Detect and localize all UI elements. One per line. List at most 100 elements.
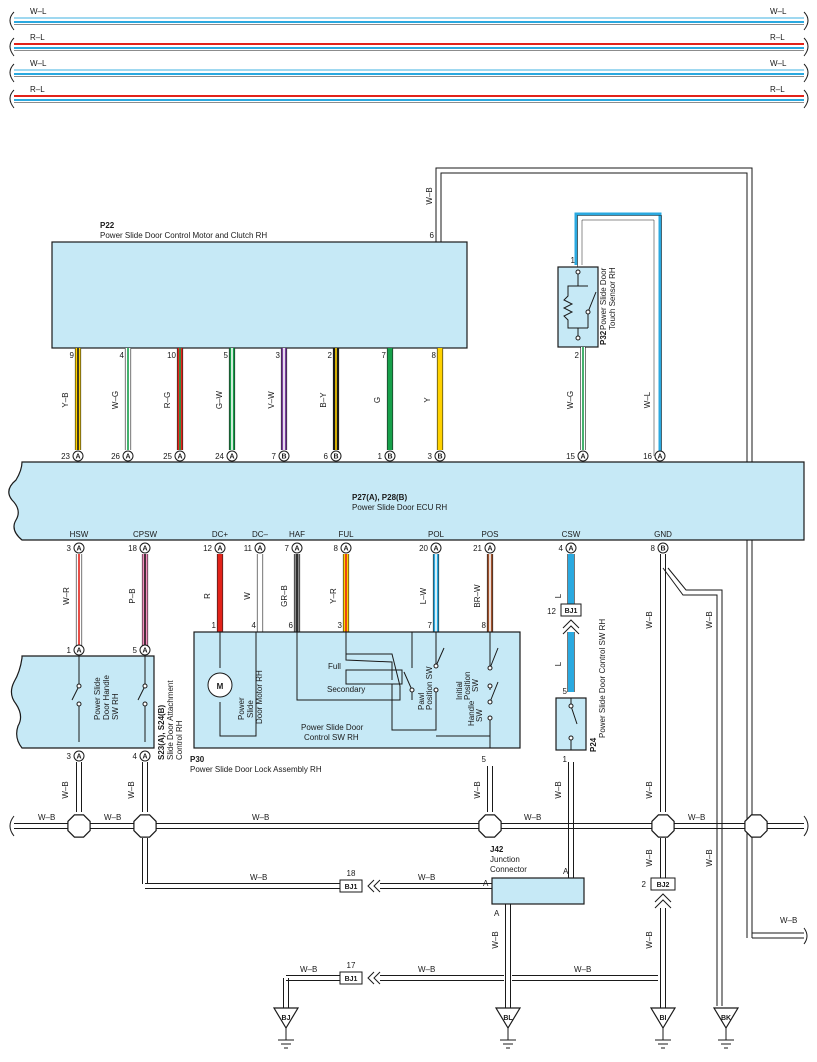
- pin-connector-letter: B: [660, 546, 665, 553]
- ecu-pin-HSW: [73, 542, 85, 554]
- j42-pin-top: A: [563, 867, 569, 876]
- p30-pin-number: 3: [338, 621, 343, 630]
- wire-stripe: [179, 348, 181, 450]
- s23-pin-1: [73, 644, 85, 656]
- pin-connector-letter: A: [75, 454, 80, 461]
- wire-stripe: [489, 554, 491, 632]
- motor-pin-number: 10: [167, 351, 176, 360]
- ecu-terminal-name: HAF: [289, 530, 305, 539]
- p32-touch-sensor: 1 2 P32 Power Slide Door Touch Sensor RH: [557, 212, 662, 458]
- ecu-terminal-name: CSW: [562, 530, 581, 539]
- p22-motor-clutch: P22 Power Slide Door Control Motor and C…: [51, 221, 468, 349]
- pin-connector-letter: A: [294, 546, 299, 553]
- j42-name-1: Junction: [490, 855, 520, 864]
- handle-1: Handle: [467, 700, 476, 726]
- p30-name: Power Slide Door Lock Assembly RH: [190, 765, 322, 774]
- wire-stripe: [345, 554, 347, 632]
- wb-label: W–B: [645, 931, 654, 948]
- p30-lock-assembly: P30 Power Slide Door Lock Assembly RH M …: [190, 631, 521, 774]
- pin-connector-letter: A: [487, 546, 492, 553]
- wb-label: W–B: [688, 813, 705, 822]
- splice-point: [744, 814, 768, 838]
- p22-name: Power Slide Door Control Motor and Clutc…: [100, 231, 267, 240]
- wb-label: W–B: [418, 965, 435, 974]
- wire-color-label: P–B: [128, 588, 137, 603]
- p30-pin-number: 6: [289, 621, 294, 630]
- handle-2: SW: [475, 709, 484, 722]
- bundle-break-right: [803, 63, 809, 83]
- pin-connector-letter: B: [387, 454, 392, 461]
- ground-bl: [494, 1007, 522, 1030]
- bundle-label-left: W–L: [30, 7, 47, 16]
- pin-connector-letter: A: [76, 648, 81, 655]
- ecu-pin-SD–: [434, 450, 446, 462]
- p24-pin-bottom: 1: [563, 755, 568, 764]
- s23-attachment: Power Slide Door Handle SW RH S23(A), S2…: [10, 655, 184, 760]
- ecu-pin-CSW: [565, 542, 577, 554]
- motor-pin-number: 3: [276, 351, 281, 360]
- bj1-label: BJ1: [565, 608, 578, 615]
- pin-connector-letter: B: [281, 454, 286, 461]
- bj1-chevrons: [562, 619, 580, 635]
- bundle-label-right: R–L: [770, 33, 785, 42]
- bundle-break-left: [9, 37, 15, 57]
- bundle-break-right: [803, 37, 809, 57]
- gnd-route: [667, 567, 723, 1006]
- ecu-terminal-name: DC–: [252, 530, 269, 539]
- wb-label: W–B: [554, 781, 563, 798]
- motor-letter: M: [217, 682, 224, 691]
- wire-color-label: Y–B: [61, 392, 70, 407]
- wire-color-label: Y: [423, 397, 432, 403]
- s23-name-1: Slide Door Attachment: [166, 680, 175, 760]
- right-wb-label: W–B: [780, 916, 797, 925]
- ecu-terminal-name: HSW: [70, 530, 89, 539]
- p22-ground-wire: W–B 6 W–B: [425, 167, 808, 945]
- s23-pin-4: [139, 750, 151, 762]
- ecu-pin-number: 26: [111, 452, 120, 461]
- wb-label: W–B: [418, 873, 435, 882]
- pin-connector-letter: A: [229, 454, 234, 461]
- gnd-route: [662, 567, 718, 1006]
- upper-wires: 9Y–BA23DSG4W–GA26DSV10R–GA25DS15G–WA24DS…: [61, 347, 666, 476]
- ecu-terminal-name: DC+: [212, 530, 229, 539]
- wb-label: W–B: [645, 849, 654, 866]
- j42-pin-left: A: [483, 879, 489, 888]
- ecu-pin-number: 21: [473, 544, 482, 553]
- ecu-pin-SD+: [384, 450, 396, 462]
- p22-body: [51, 241, 468, 349]
- wire-stripe: [144, 554, 146, 646]
- s23-code: S23(A), S24(B): [157, 705, 166, 760]
- wb-label: W–B: [645, 781, 654, 798]
- ecu-terminal-name: FUL: [338, 530, 354, 539]
- s23-sw-1: Power Slide: [93, 677, 102, 720]
- p30-body: [193, 631, 521, 749]
- wb-label: W–B: [127, 781, 136, 798]
- ecu-terminal-name: POL: [428, 530, 445, 539]
- p32-name-2: Touch Sensor RH: [608, 267, 617, 330]
- ecu-pin-number: 7: [272, 452, 277, 461]
- wire-stripe: [335, 348, 337, 450]
- pin-connector-letter: A: [433, 546, 438, 553]
- pin-connector-letter: B: [333, 454, 338, 461]
- ecu-terminal-name: GND: [654, 530, 672, 539]
- splice-point: [67, 814, 91, 838]
- ecu-name: Power Slide Door ECU RH: [352, 503, 447, 512]
- j42-name-2: Connector: [490, 865, 527, 874]
- ecu-pin-DC–: [254, 542, 266, 554]
- ecu-pin-FUL: [340, 542, 352, 554]
- s23-pin-number: 4: [133, 752, 138, 761]
- motor-pin-number: 9: [70, 351, 75, 360]
- ground-label: BL: [503, 1015, 513, 1022]
- wire-color-label: W–G: [566, 391, 575, 409]
- ecu-pin-POS: [484, 542, 496, 554]
- wire-color-label: G–W: [215, 390, 224, 409]
- pin-connector-letter: A: [76, 754, 81, 761]
- ecu-pin-HAF: [291, 542, 303, 554]
- pin-connector-letter: A: [568, 546, 573, 553]
- ground-bi: [649, 1007, 677, 1030]
- wb-label: W–B: [104, 813, 121, 822]
- lower-wires: HSWA3W–RCPSWA18P–BDC+A12RDC–A11WHAFA7GR–…: [62, 530, 672, 764]
- p30-pin-number: 1: [212, 621, 217, 630]
- bundle-break-right: [803, 89, 809, 109]
